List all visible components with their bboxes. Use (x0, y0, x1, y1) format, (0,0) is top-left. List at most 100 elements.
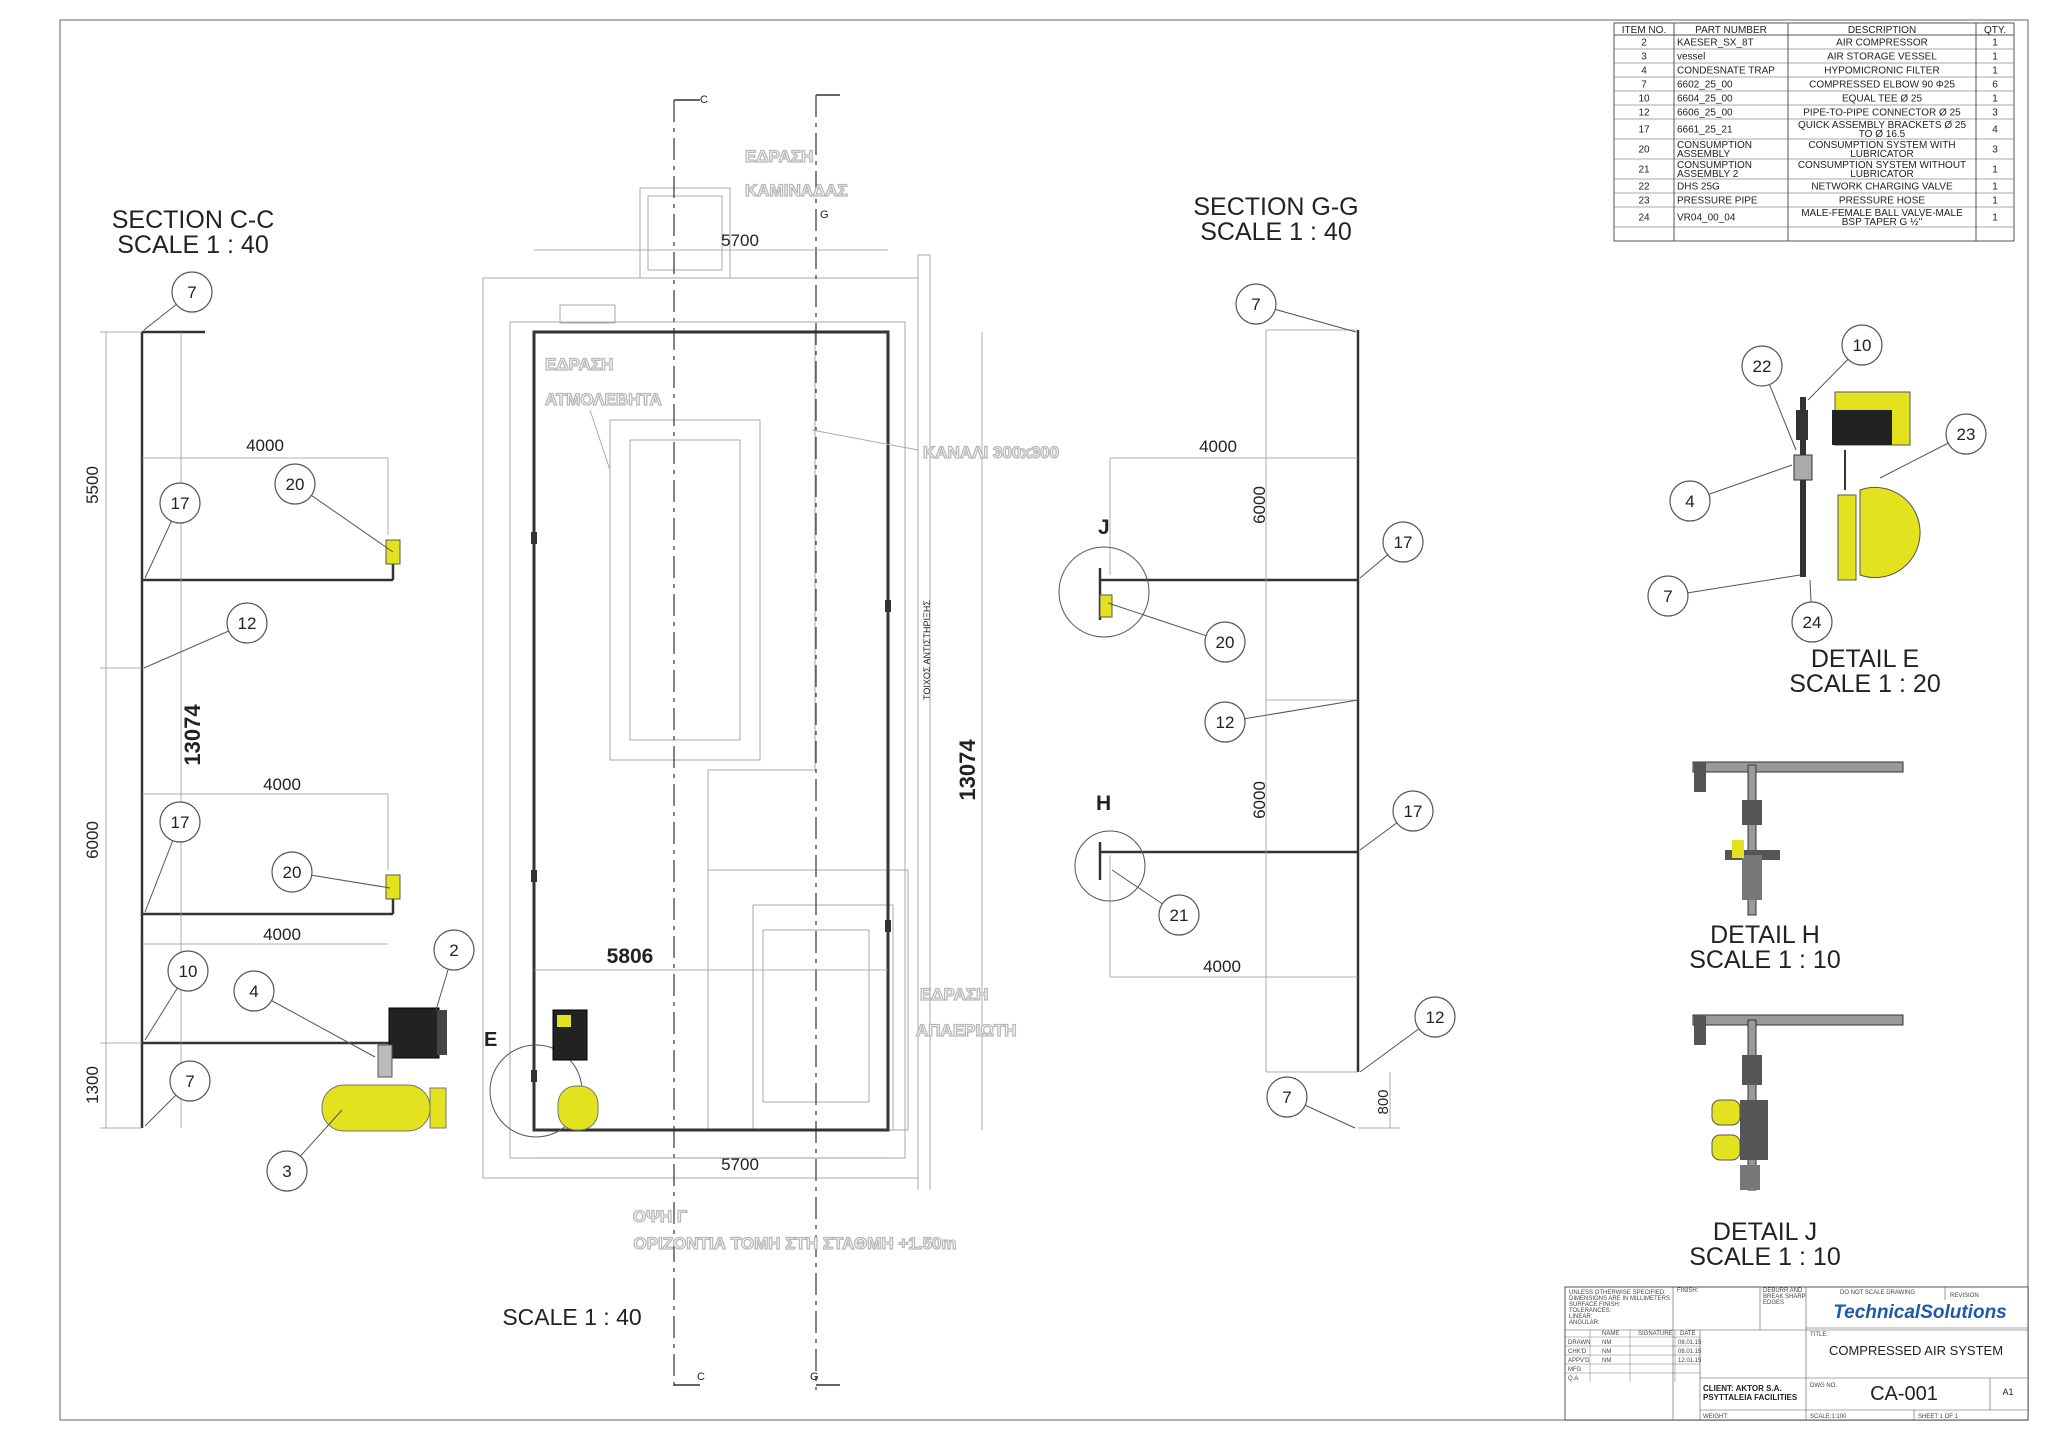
detail-h-assembly (1692, 761, 1904, 916)
bom-row-item: 2 (1641, 38, 1647, 49)
cc-dim-4000-a: 4000 (246, 436, 284, 455)
plan-dim-5700-bottom: 5700 (721, 1155, 759, 1174)
bom-row-qty: 1 (1992, 94, 1998, 105)
bom-row-desc: EQUAL TEE Ø 25 (1842, 94, 1922, 105)
cc-dim-4000-b: 4000 (263, 775, 301, 794)
plan-pipe-loop (532, 330, 890, 1132)
bom-row-qty: 4 (1992, 125, 1998, 136)
balloon-number: 3 (282, 1162, 291, 1181)
title-block-deburr-1: DEBURR AND (1763, 1288, 1803, 1294)
title-block-finish: FINISH: (1677, 1288, 1699, 1294)
balloon-number: 22 (1753, 357, 1772, 376)
section-marker-g-top: G (820, 209, 829, 221)
plan-compressor-badge (557, 1015, 571, 1027)
balloon-number: 17 (1394, 533, 1413, 552)
dwg-no-label: DWG NO. (1810, 1383, 1837, 1389)
balloon-number: 7 (1251, 295, 1260, 314)
bom-row-item: 7 (1641, 80, 1647, 91)
sheet-size: A1 (2002, 1387, 2013, 1397)
plan-section-lines (673, 95, 817, 1390)
title-block-deburr-3: EDGES (1763, 1300, 1784, 1306)
plan-dim-5806: 5806 (607, 945, 654, 968)
bom-row-qty: 1 (1992, 38, 1998, 49)
balloon-gg-3: 12 (1204, 699, 1359, 743)
balloon-detail_e-0: 22 (1741, 345, 1797, 451)
cc-hypomicronic-filter (377, 1044, 393, 1078)
plan-view-title: ΟΨΗ Γ (633, 1207, 687, 1226)
balloon-cc-10: 3 (266, 1109, 343, 1192)
sign-row-role: MFG (1568, 1367, 1582, 1373)
bom-row-item: 3 (1641, 52, 1647, 63)
label-chimney-2: ΚΑΜΙΝΑΔΑΣ (745, 181, 848, 200)
detail-e-title: DETAIL E (1811, 645, 1919, 673)
cc-air-compressor (388, 1007, 440, 1059)
section-gg-view: SECTION G-G SCALE 1 : 40 6000 6000 800 4… (1058, 193, 1456, 1129)
balloon-number: 2 (449, 941, 458, 960)
title-block-note: ANGULAR: (1569, 1320, 1600, 1326)
balloon-gg-0: 7 (1235, 283, 1357, 333)
balloon-number: 10 (179, 962, 198, 981)
balloon-number: 20 (283, 863, 302, 882)
sign-header-name: NAME (1602, 1331, 1619, 1337)
gg-detail-j-letter: J (1098, 516, 1110, 539)
label-channel: ΚΑΝΑΛΙ 300x300 (923, 443, 1059, 462)
bom-header-part: PART NUMBER (1695, 25, 1767, 36)
bom-row-item: 24 (1638, 213, 1650, 224)
sign-row-role: Q.A (1568, 1376, 1578, 1382)
sign-row-date: 08.01.15 (1678, 1349, 1702, 1355)
bom-row-desc: PRESSURE HOSE (1839, 196, 1925, 207)
plan-walls (482, 187, 931, 1190)
title-block-revision: REVISION (1950, 1293, 1979, 1299)
detail-e-balloons: 22 10 23 4 7 24 (1647, 324, 1987, 643)
detail-j-title: DETAIL J (1713, 1218, 1817, 1246)
balloon-number: 12 (1426, 1008, 1445, 1027)
balloon-cc-4: 17 (144, 801, 201, 913)
bom-row-desc-line1: QUICK ASSEMBLY BRACKETS Ø 25 (1798, 120, 1966, 131)
gg-dim-800: 800 (1375, 1089, 1392, 1114)
balloon-number: 23 (1957, 425, 1976, 444)
balloon-number: 20 (286, 475, 305, 494)
cc-air-vessel (321, 1084, 431, 1132)
section-gg-scale: SCALE 1 : 40 (1200, 218, 1351, 246)
balloon-detail_e-5: 24 (1791, 579, 1833, 643)
sign-row-date: 12.01.15 (1678, 1358, 1702, 1364)
section-marker-g-bottom: G (810, 1371, 819, 1383)
title-block-notes: UNLESS OTHERWISE SPECIFIED:DIMENSIONS AR… (1569, 1290, 1670, 1326)
sign-row-role: CHK'D (1568, 1349, 1587, 1355)
gg-dim-4000-bottom: 4000 (1203, 957, 1241, 976)
bom-row-qty: 1 (1992, 182, 1998, 193)
bom-row-part-line2: ASSEMBLY (1677, 149, 1730, 160)
gg-consumption-unit-j (1099, 594, 1113, 618)
gg-dim-6000-top: 6000 (1250, 486, 1269, 524)
gg-detail-h-circle (1074, 830, 1146, 902)
bom-row-qty: 1 (1992, 196, 1998, 207)
balloon-number: 4 (249, 982, 258, 1001)
sign-header-date: DATE (1680, 1331, 1696, 1337)
bom-row-qty: 1 (1992, 52, 1998, 63)
bom-row-desc-line1: CONSUMPTION SYSTEM WITH (1808, 140, 1955, 151)
bom-row-part: 6606_25_00 (1677, 108, 1733, 119)
bom-row-desc: HYPOMICRONIC FILTER (1824, 66, 1939, 77)
detail-h-view: DETAIL H SCALE 1 : 10 (1689, 761, 1904, 974)
title-block-note: UNLESS OTHERWISE SPECIFIED: (1569, 1290, 1666, 1296)
sheet-border (59, 19, 2029, 1421)
bom-row-item: 22 (1638, 182, 1650, 193)
plan-view: C G C G 5700 5700 5806 13074 ΕΔΡΑΣΗ ΚΑΜΙ… (482, 94, 1060, 1390)
drawing-title: COMPRESSED AIR SYSTEM (1829, 1343, 2003, 1358)
bom-row-part: KAESER_SX_8T (1677, 38, 1754, 49)
balloon-number: 7 (1663, 587, 1672, 606)
balloon-number: 4 (1685, 492, 1694, 511)
plan-dim-13074: 13074 (955, 739, 980, 801)
balloon-number: 7 (1282, 1088, 1291, 1107)
section-cc-view: SECTION C-C SCALE 1 : 40 5500 60 (83, 206, 475, 1192)
sign-row-name: NM (1602, 1340, 1611, 1346)
bom-row-part-line1: CONSUMPTION (1677, 140, 1752, 151)
bom-row-part: PRESSURE PIPE (1677, 196, 1758, 207)
bom-header-item: ITEM NO. (1622, 25, 1666, 36)
plan-scale: SCALE 1 : 40 (502, 1304, 641, 1330)
balloon-detail_e-3: 4 (1669, 464, 1793, 522)
cc-dim-4000-c: 4000 (263, 925, 301, 944)
balloon-detail_e-1: 10 (1807, 324, 1883, 401)
